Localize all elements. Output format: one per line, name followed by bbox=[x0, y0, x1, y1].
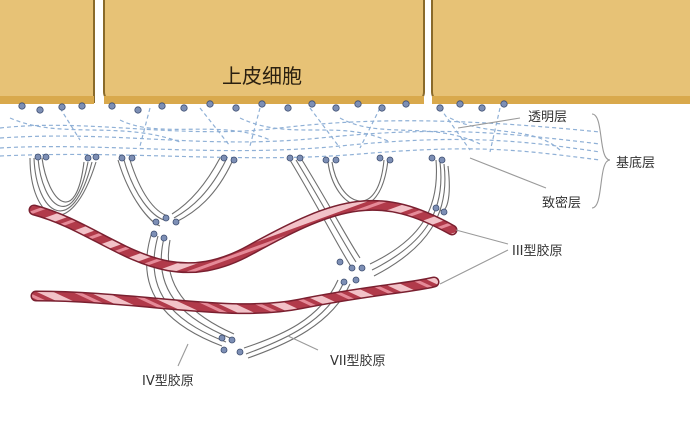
lamina-lucida-label: 透明层 bbox=[528, 110, 568, 125]
collagen-iv-label: IV型胶原 bbox=[142, 374, 194, 389]
junction-dots bbox=[34, 153, 448, 356]
epithelial-cell-label: 上皮细胞 bbox=[222, 64, 302, 88]
lamina-densa-label: 致密层 bbox=[542, 196, 582, 211]
basal-lamina-label: 基底层 bbox=[616, 156, 656, 171]
hemidesmosome-dots bbox=[18, 100, 508, 114]
leader-lines bbox=[177, 113, 611, 367]
collagen-iii-fibrils bbox=[28, 199, 458, 315]
dashed-filaments bbox=[0, 107, 601, 161]
collagen-iii-label: III型胶原 bbox=[512, 244, 563, 259]
collagen-vii-label: VII型胶原 bbox=[330, 354, 386, 369]
epithelial-cells bbox=[0, 0, 690, 104]
